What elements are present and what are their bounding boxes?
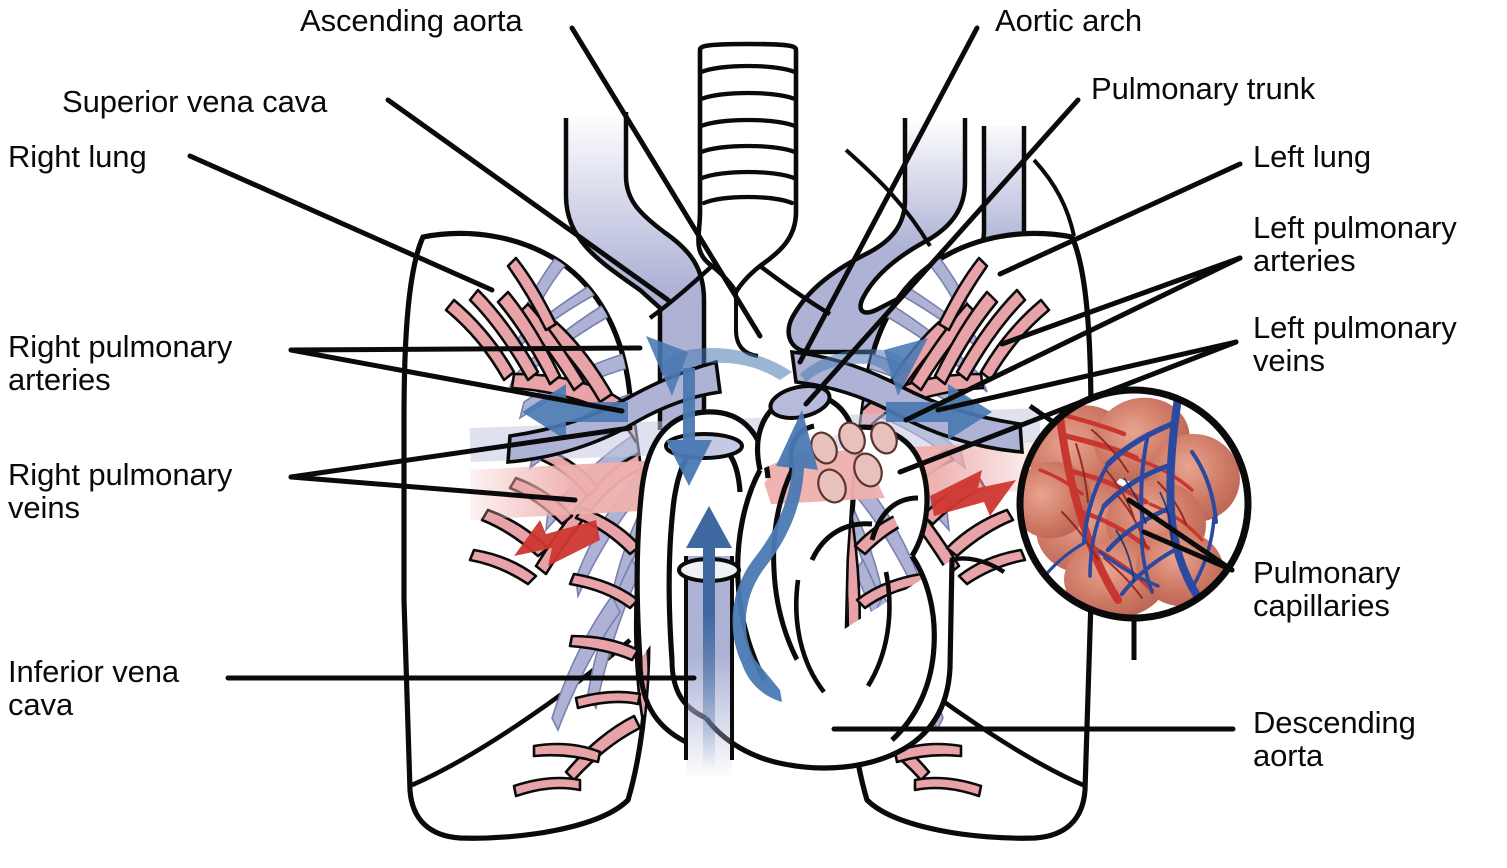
- label-ascending-aorta: Ascending aorta: [300, 3, 523, 38]
- label-inferior-vena-cava: Inferior vena cava: [8, 654, 180, 723]
- blood-flow-arrows: [646, 336, 928, 770]
- arrow-red-right-icon: [514, 520, 600, 566]
- leader-lines: [187, 25, 1243, 732]
- label-left-pulmonary-arteries: Left pulmonary arteries: [1253, 210, 1457, 279]
- label-left-pulmonary-veins: Left pulmonary veins: [1253, 310, 1457, 379]
- label-pulmonary-trunk: Pulmonary trunk: [1091, 71, 1316, 106]
- label-left-lung: Left lung: [1253, 139, 1372, 174]
- label-right-pulmonary-arteries: Right pulmonary arteries: [8, 329, 233, 398]
- arrow-red-left-icon: [930, 470, 1016, 516]
- label-aortic-arch: Aortic arch: [995, 3, 1143, 38]
- label-right-lung: Right lung: [8, 139, 147, 174]
- trachea-icon: [648, 41, 832, 358]
- label-descending-aorta: Descending aorta: [1253, 705, 1416, 774]
- label-superior-vena-cava: Superior vena cava: [62, 84, 328, 119]
- label-right-pulmonary-veins: Right pulmonary veins: [8, 457, 233, 526]
- label-pulmonary-capillaries: Pulmonary capillaries: [1253, 555, 1401, 624]
